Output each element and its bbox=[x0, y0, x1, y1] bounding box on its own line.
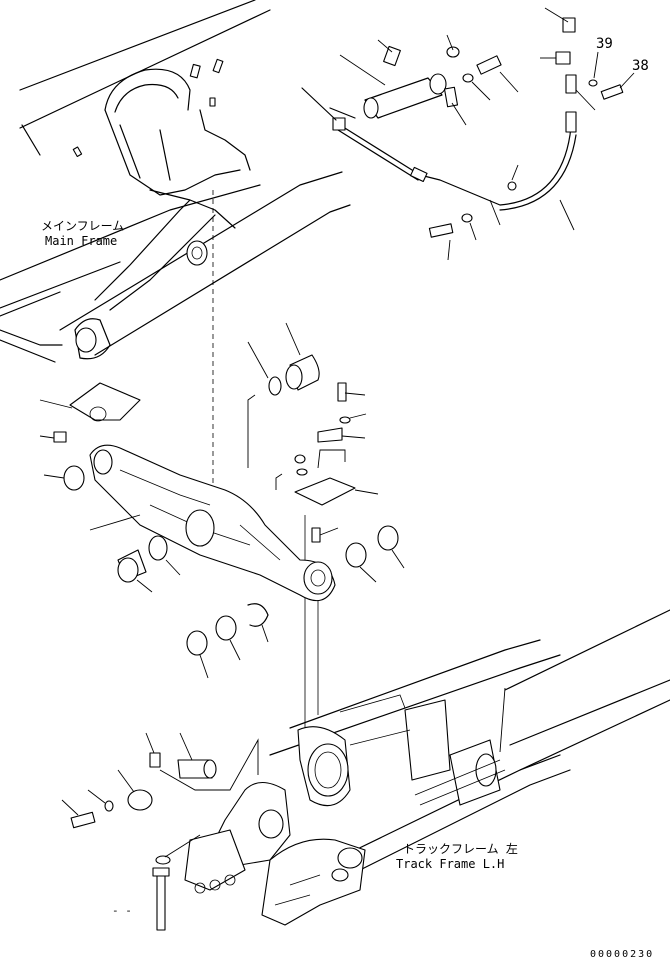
pin-and-bolt-parts: - - bbox=[61, 732, 259, 931]
main-frame: メインフレーム Main Frame bbox=[0, 0, 351, 363]
bushings-and-seals bbox=[247, 322, 405, 583]
pivot-arm bbox=[39, 382, 336, 679]
item-39-callout: 39 bbox=[596, 36, 613, 52]
item-38-callout: 38 bbox=[632, 58, 649, 74]
drawing-number: 00000230 bbox=[590, 949, 654, 960]
track-frame-label-jp: トラックフレーム 左 bbox=[403, 841, 518, 856]
main-frame-label-en: Main Frame bbox=[45, 234, 117, 248]
small-callout-mark: - - bbox=[112, 904, 132, 917]
main-frame-label-jp: メインフレーム bbox=[41, 219, 124, 233]
grease-hose-assembly: 39 38 bbox=[301, 7, 649, 261]
track-frame: トラックフレーム 左 Track Frame L.H bbox=[184, 609, 670, 926]
track-frame-label-en: Track Frame L.H bbox=[396, 857, 504, 871]
